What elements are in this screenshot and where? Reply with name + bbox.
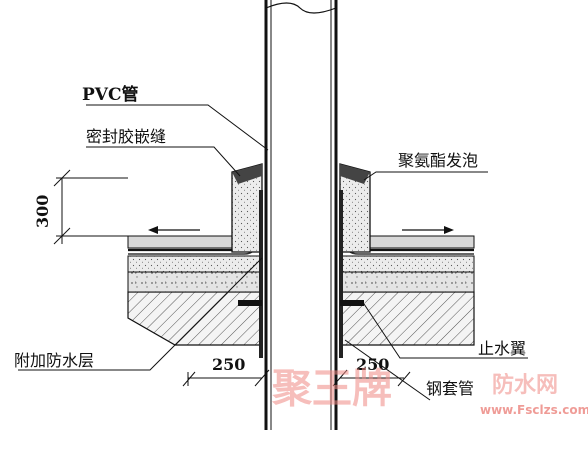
pvc-pipe-body (266, 0, 336, 451)
label-extra-waterproof-layer: 附加防水层 (14, 351, 94, 370)
water-stop-flange-right (340, 300, 364, 306)
pipe-break-line (265, 2, 337, 14)
label-sealant-joint: 密封胶嵌缝 (86, 127, 166, 146)
label-pvc-pipe: PVC管 (82, 84, 139, 105)
slope-arrow-left (148, 226, 200, 234)
leader-water-stop (363, 303, 528, 359)
leader-sealant-joint (86, 146, 241, 177)
steel-sleeve-right-wall (339, 190, 343, 358)
dim-left-250: 250 (212, 355, 245, 374)
screed-layer-right (339, 271, 475, 293)
structural-slab-right (339, 291, 475, 346)
protection-layer-left (127, 235, 235, 249)
steel-sleeve-left-wall (259, 190, 263, 358)
label-water-stop-flange: 止水翼 (478, 339, 526, 358)
sealant-cap-right (340, 164, 370, 184)
slope-arrow-right (402, 226, 454, 234)
label-steel-sleeve: 钢套管 (426, 379, 474, 398)
leader-steel-sleeve (344, 339, 431, 401)
pipe-assembly (238, 0, 364, 451)
leader-pu-foam (363, 171, 488, 181)
label-pu-foam: 聚氨酯发泡 (398, 151, 478, 170)
leader-extra-waterproof (18, 257, 263, 371)
protection-layer-right (367, 235, 475, 249)
sealant-cap-left (232, 164, 262, 184)
watermark-url: www.Fsclzs.com (480, 403, 588, 417)
leader-pvc-pipe (86, 104, 269, 151)
watermark: 聚王牌 防水网 www.Fsclzs.com (271, 366, 588, 417)
dimension-lines (53, 169, 411, 387)
leader-lines (18, 104, 528, 401)
watermark-brand: 聚王牌 (271, 366, 392, 412)
dim-height-300: 300 (33, 195, 52, 228)
screed-layer-left (127, 271, 263, 293)
water-stop-flange-left (238, 300, 262, 306)
watermark-suffix: 防水网 (492, 373, 558, 398)
insulation-layer-left (127, 255, 263, 273)
dim-right-250: 250 (356, 355, 389, 374)
insulation-layer-right (339, 255, 475, 273)
structural-slab-left (127, 291, 263, 346)
